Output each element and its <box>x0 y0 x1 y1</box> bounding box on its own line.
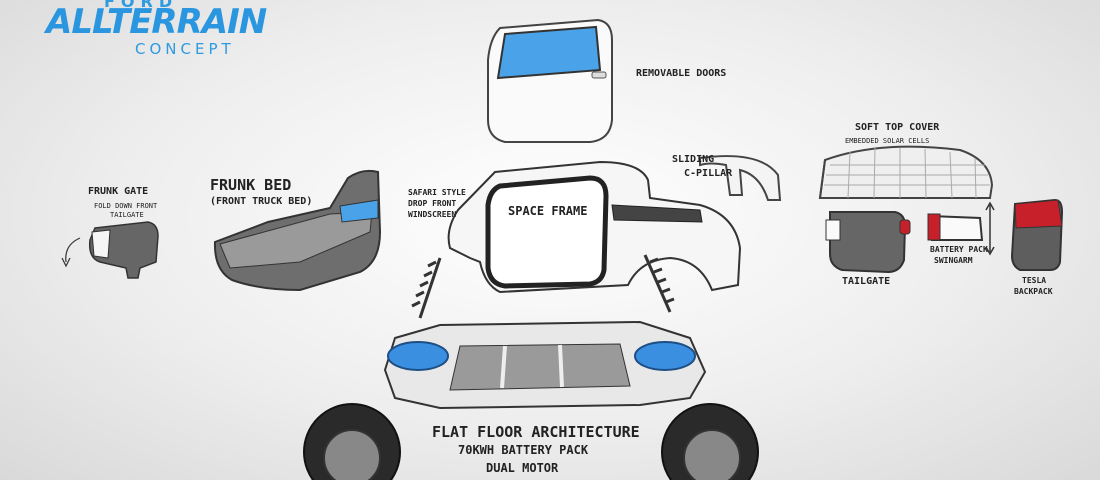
label-backpack-brand: Tesla <box>1022 276 1047 285</box>
backpack-illustration <box>1010 198 1064 271</box>
label-safari-2: Drop Front <box>408 199 457 208</box>
label-c-pillar: C-Pillar <box>684 168 733 179</box>
label-dual-motor: Dual Motor <box>486 461 559 475</box>
label-safari-3: Windscreen <box>408 210 457 219</box>
space-frame-illustration <box>447 160 742 294</box>
label-backpack: Backpack <box>1014 287 1053 296</box>
label-safari-1: Safari Style <box>408 188 466 197</box>
label-tailgate: Tailgate <box>842 276 891 287</box>
label-battery-capacity: 70kWh Battery Pack <box>458 443 589 457</box>
chassis-illustration <box>383 320 707 410</box>
label-soft-top: Soft Top Cover <box>855 122 940 133</box>
label-flat-floor: Flat Floor Architecture <box>432 423 640 441</box>
logo-subtitle: CONCEPT <box>135 40 235 58</box>
label-frunk-bed: Frunk Bed <box>210 176 292 194</box>
battery-swingarm-illustration <box>927 201 995 256</box>
label-space-frame: Space Frame <box>508 204 588 218</box>
label-frunk-bed-sub: (Front Truck Bed) <box>210 196 313 207</box>
logo-title: ALLTERRAIN <box>46 2 267 42</box>
wheels-illustration <box>303 403 759 480</box>
label-frunk-gate-sub-1: Fold Down Front <box>94 202 158 210</box>
frunk-bed-illustration <box>213 169 382 292</box>
suspension-shocks <box>411 254 675 319</box>
soft-top-illustration <box>818 145 994 199</box>
label-battery-pack: Battery Pack <box>930 245 988 254</box>
label-removable-doors: Removable Doors <box>636 68 727 79</box>
removable-door-illustration <box>487 18 613 143</box>
logo-brand: FORD <box>104 0 179 11</box>
label-sliding: Sliding <box>672 154 715 165</box>
label-soft-top-sub: Embedded Solar Cells <box>845 137 930 145</box>
label-frunk-gate-sub-2: Tailgate <box>110 211 144 219</box>
tailgate-illustration <box>825 211 911 274</box>
sliding-c-pillar-illustration <box>699 155 782 201</box>
label-swingarm: Swingarm <box>934 256 973 265</box>
frunk-gate-illustration <box>61 221 159 279</box>
label-frunk-gate: Frunk Gate <box>88 186 149 197</box>
